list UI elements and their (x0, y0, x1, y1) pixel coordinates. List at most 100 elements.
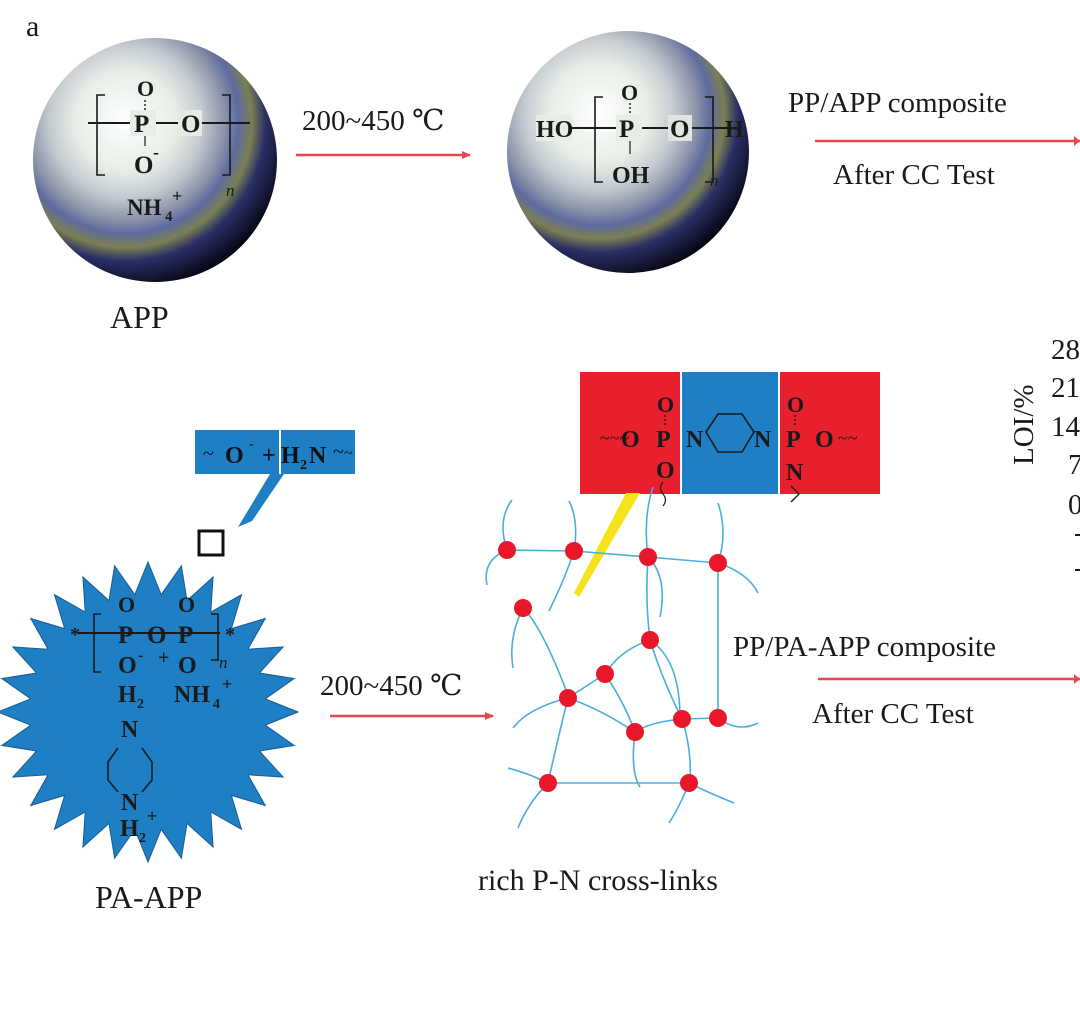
pa-o-bottom-1: O (118, 653, 137, 679)
svg-text:~: ~ (333, 441, 344, 463)
pa-p-2: P (178, 622, 193, 649)
crosslink-node (680, 774, 698, 792)
pn-o-left: O (621, 427, 640, 453)
acid-ho: HO (536, 117, 573, 143)
pn-n-bottom: N (786, 460, 804, 486)
pa-o-top-2: O (178, 592, 195, 617)
app-ammonium-sub: 4 (165, 209, 173, 225)
pa-ammonium-sub: 4 (213, 697, 220, 712)
pa-o-minus: - (138, 647, 143, 664)
callout-n: N (309, 443, 327, 469)
pa-star-right: * (225, 624, 235, 646)
top-test-label: After CC Test (833, 159, 995, 191)
crosslink-node (626, 723, 644, 741)
crosslink-node (514, 599, 532, 617)
pa-app-formula: * O O P O P * n O - + O H 2 NH 4 + N N H… (70, 592, 235, 846)
crosslink-node (673, 710, 691, 728)
app-o-top: O (137, 76, 154, 101)
pa-app-label: PA-APP (95, 879, 202, 915)
chart-tick-21: 21 (1051, 372, 1080, 404)
chart-tick-28: 28 (1051, 334, 1080, 366)
bottom-arrow-2-head (1074, 674, 1080, 684)
crosslink-node (709, 554, 727, 572)
top-composite-label: PP/APP composite (788, 87, 1007, 119)
acid-h: H (725, 117, 744, 143)
app-o-right: O (181, 111, 200, 138)
acid-formula: HO O P O H OH n (536, 80, 744, 190)
pa-subscript-n: n (219, 653, 228, 672)
app-particle: O P O O - n NH 4 + (33, 38, 277, 282)
bottom-arrow-temperature: 200~450 ℃ (320, 670, 462, 702)
app-o-minus: - (153, 142, 159, 162)
pa-o-mid: O (147, 622, 166, 649)
pn-o-bottom: O (656, 458, 675, 484)
pa-ammonium: NH (174, 682, 210, 708)
app-p: P (134, 111, 149, 138)
pa-p-1: P (118, 622, 133, 649)
pn-p-1: P (656, 427, 671, 453)
svg-text:~: ~ (344, 445, 353, 462)
crosslink-node (565, 542, 583, 560)
pa-h2-bottom: H (120, 816, 139, 842)
callout: ~ O - + H 2 N ~ ~ (195, 430, 355, 557)
zoom-pointer (574, 493, 640, 597)
top-arrow-temperature: 200~450 ℃ (302, 105, 444, 137)
acid-o-top: O (621, 80, 638, 105)
pa-app-particle: * O O P O P * n O - + O H 2 NH 4 + N N H… (0, 560, 300, 864)
crosslink-node (539, 774, 557, 792)
pa-ammonium-plus: + (222, 674, 232, 694)
acid-particle: HO O P O H OH n (507, 31, 749, 273)
pn-o-top-1: O (657, 392, 674, 417)
svg-text:~: ~ (203, 443, 214, 465)
crosslink-node (709, 709, 727, 727)
chart-ylabel: LOI/% (1008, 384, 1040, 465)
app-ammonium-plus: + (172, 186, 182, 206)
crosslink-node (641, 631, 659, 649)
pn-o-right: O (815, 427, 834, 453)
callout-h2n: H (281, 443, 300, 469)
pa-star-left: * (70, 624, 80, 646)
pa-h2-top-sub: 2 (137, 697, 144, 712)
panel-label: a (26, 10, 39, 43)
pa-o-bottom-2: O (178, 653, 197, 679)
acid-oh: OH (612, 163, 650, 189)
app-o-bottom: O (134, 152, 153, 179)
callout-sub2: 2 (300, 458, 307, 473)
crosslink-node (596, 665, 614, 683)
crosslink-nodes (498, 541, 727, 792)
bottom-test-label: After CC Test (812, 698, 974, 730)
crosslink-node (639, 548, 657, 566)
pa-plus: + (158, 647, 169, 669)
top-arrow-2-head (1074, 136, 1080, 146)
pa-n-bottom: N (121, 790, 139, 816)
app-formula: O P O O - n NH 4 + (88, 76, 250, 225)
pn-unit: ~~~ O O P O N N O P O ~~ N (580, 372, 880, 507)
svg-text:+: + (262, 443, 276, 469)
pa-h2-top: H (118, 682, 137, 708)
app-label: APP (110, 299, 169, 335)
crosslink-network (485, 486, 759, 829)
acid-o-right: O (670, 116, 689, 143)
chart-tick-14: 14 (1051, 411, 1080, 443)
svg-text:~~: ~~ (838, 428, 858, 448)
pn-n-2: N (754, 427, 772, 453)
bottom-composite-label: PP/PA-APP composite (733, 631, 996, 663)
app-ammonium: NH (127, 195, 162, 220)
pn-o-top-2: O (787, 392, 804, 417)
crosslink-node (559, 689, 577, 707)
chart-tick-7: 7 (1068, 449, 1080, 481)
callout-o: O (225, 443, 244, 469)
chart-tick-0: 0 (1068, 489, 1080, 521)
pa-h2-bottom-sub: 2 (139, 831, 146, 846)
acid-p: P (619, 116, 634, 143)
pa-n-top: N (121, 717, 139, 743)
pn-n-1: N (686, 427, 704, 453)
pn-p-2: P (786, 427, 801, 453)
network-label: rich P-N cross-links (478, 864, 718, 897)
svg-text:~~~: ~~~ (600, 428, 629, 448)
svg-text:-: - (249, 437, 254, 452)
app-subscript-n: n (226, 181, 235, 200)
pa-o-top-1: O (118, 592, 135, 617)
acid-subscript-n: n (710, 171, 719, 190)
